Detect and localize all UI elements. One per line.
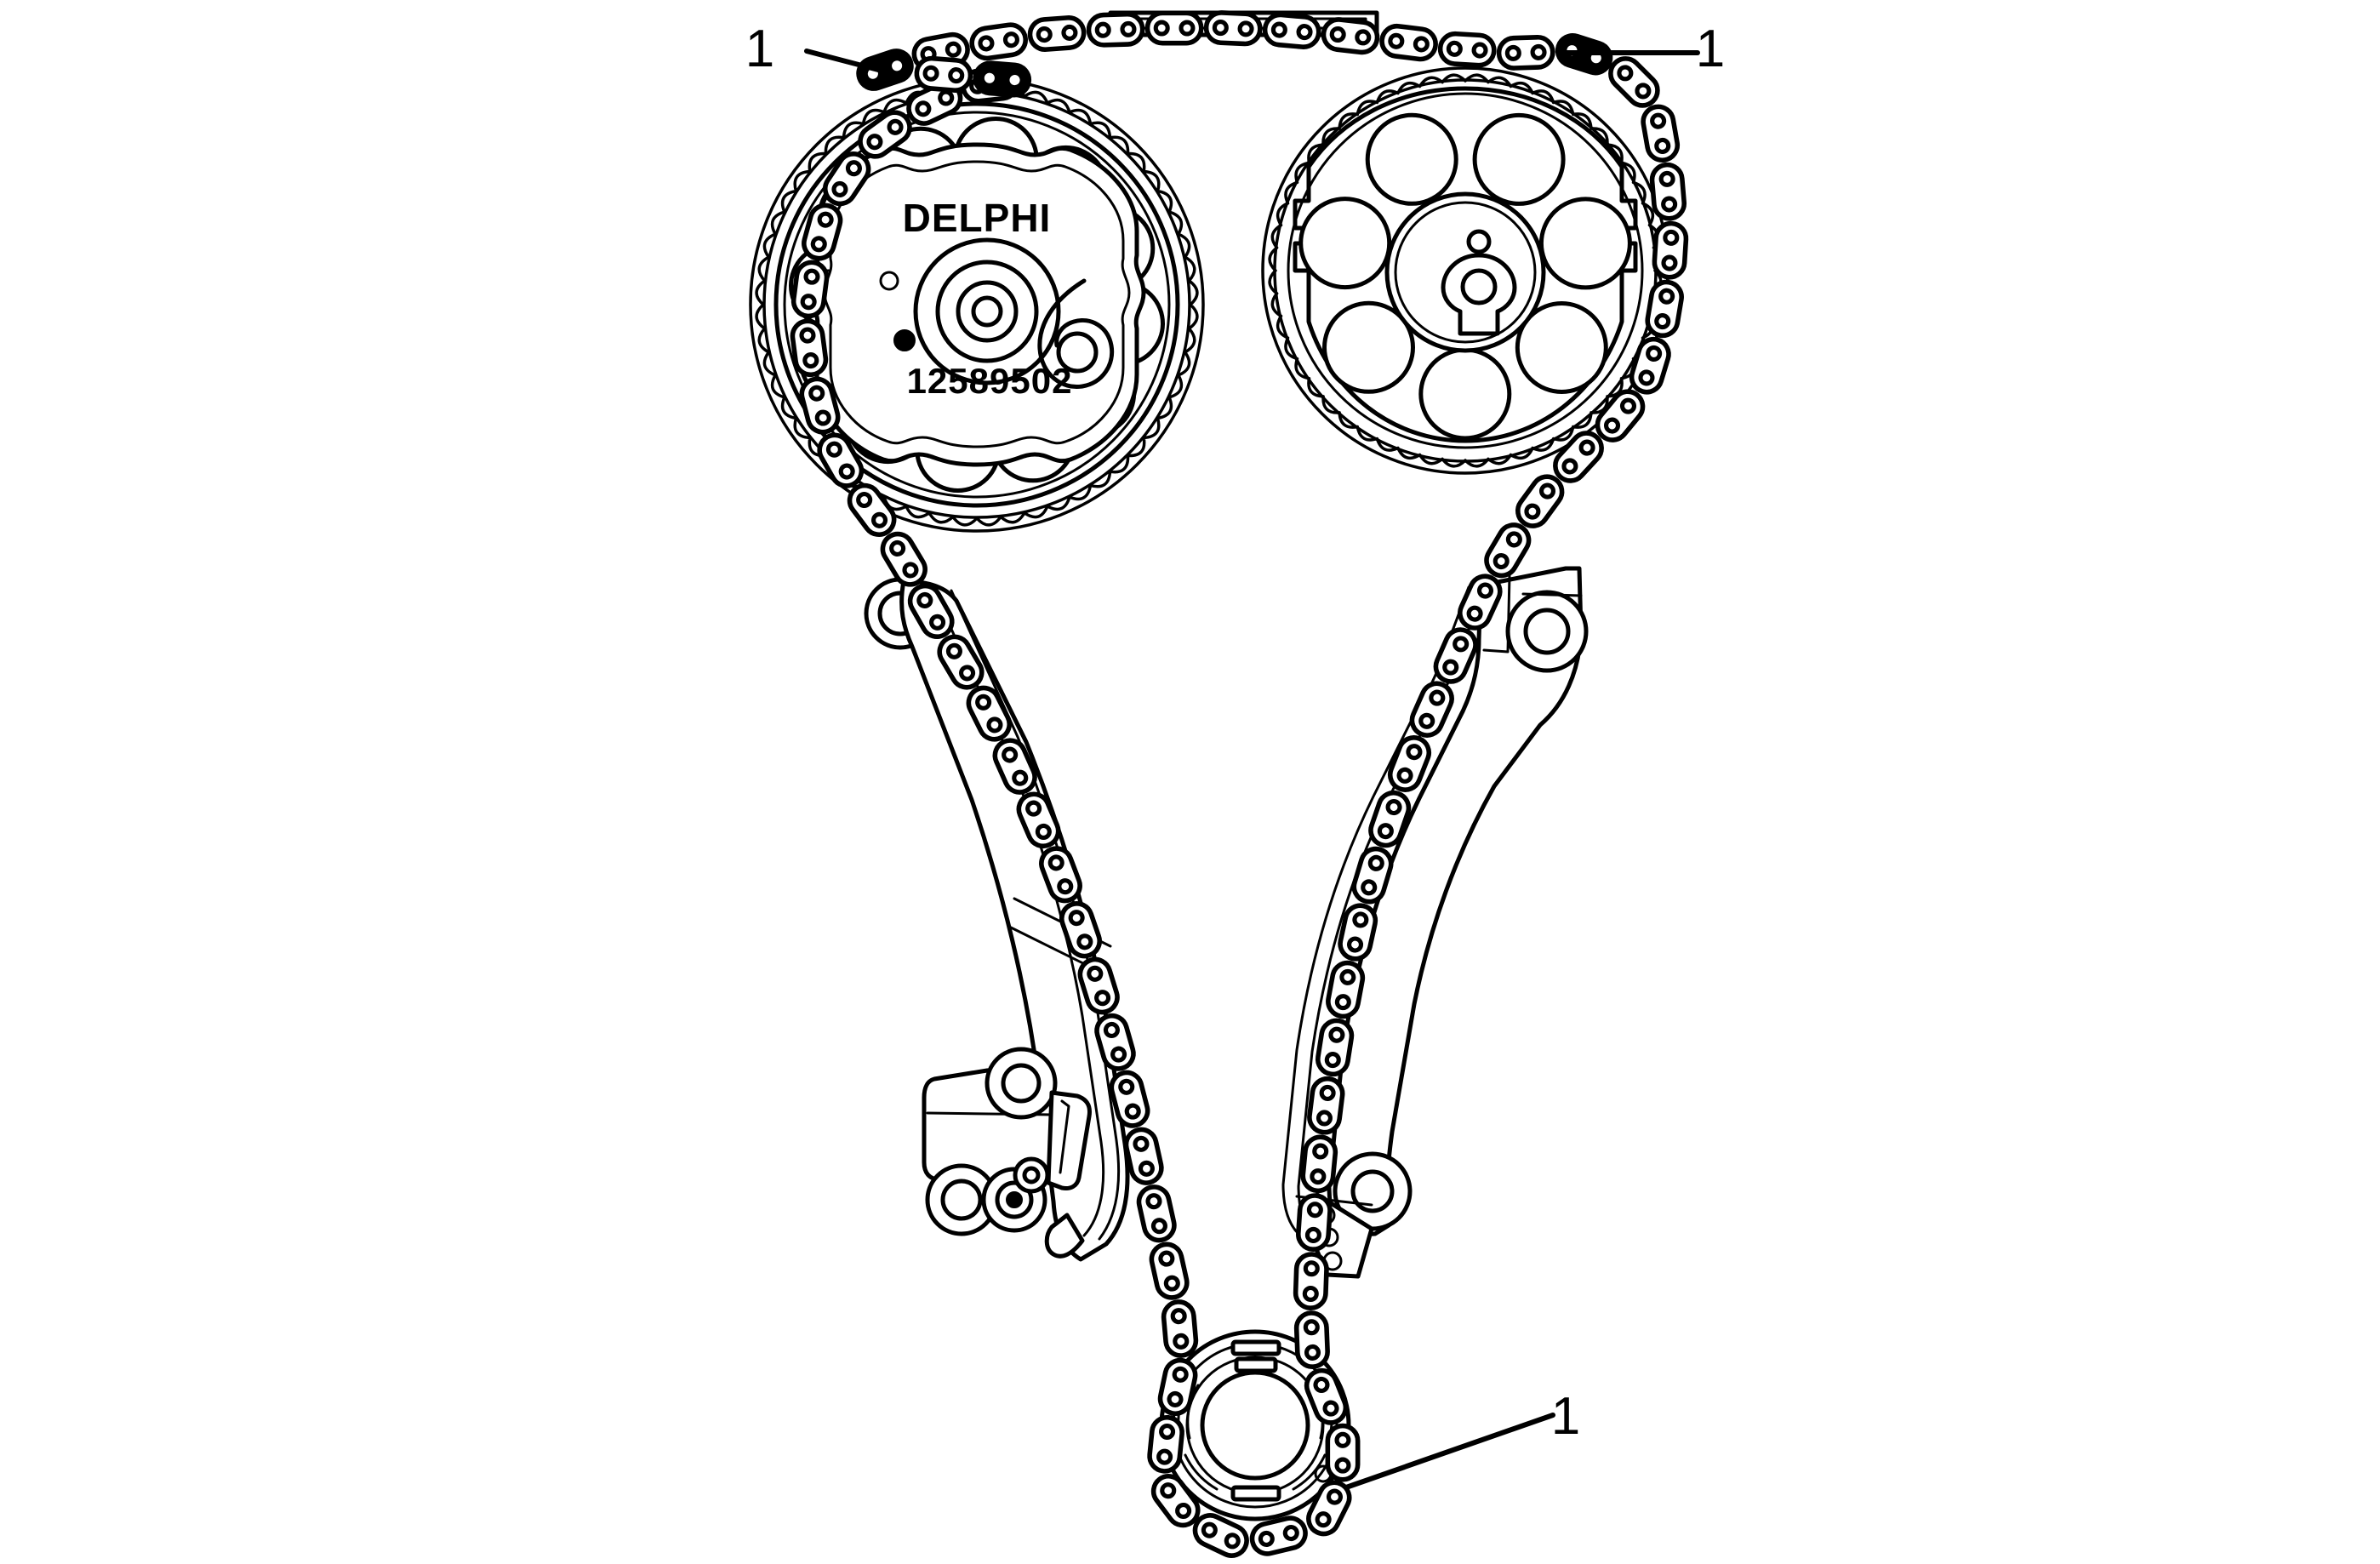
chain-link [1264,14,1320,49]
crank-key-top2 [1234,1356,1278,1373]
chain-link [1380,25,1437,61]
chain-link [916,57,972,91]
lightening-hole-right-1 [1538,197,1632,290]
chain-link [1327,1426,1357,1480]
cam-sprocket-right [1261,66,1669,475]
center-bore-core-left [971,295,1003,328]
guide-rail-bolt-hole-upper [1523,608,1571,655]
chain-link [1591,385,1648,446]
tensioner-pin-hole [1022,1166,1041,1184]
sprocket-part-number: 12589502 [907,361,1073,401]
chain-link [1651,163,1686,220]
chain-link [1249,1515,1309,1556]
lightening-holes-right [1298,112,1632,441]
lightening-hole-right-3 [1418,347,1512,441]
chain-link [970,23,1028,60]
callout-bottom: 1 [1551,1387,1580,1446]
chain-link [1641,105,1680,163]
callout-leader-line-3 [1344,1413,1555,1490]
chain-link [1512,471,1568,532]
keyway-right [1441,229,1517,336]
small-hole-left [879,271,899,291]
lightening-hole-right-2 [1515,301,1608,394]
sprocket-body-inner-right [1287,92,1644,449]
chain-link [1148,1416,1183,1472]
chain-link [1605,53,1664,112]
chain-link [1302,1136,1337,1192]
chain-link [1407,679,1457,740]
chain-link [790,319,827,376]
chain-link [792,260,829,317]
chain-link [1296,1312,1328,1367]
chain-link [1653,223,1687,278]
guide-rail-bolt-hole-lower [1350,1169,1395,1213]
tensioner-arm [1046,1090,1092,1190]
lightening-hole-right-6 [1365,112,1458,206]
lightening-hole-right-0 [1472,112,1566,206]
chain-link [1088,14,1143,45]
callout-right: 1 [1696,20,1725,78]
shoe-lower-hook [1044,1213,1085,1259]
crank-bore [1200,1370,1310,1481]
chain-link [1295,1253,1327,1308]
chain-link-timing-mark [974,62,1030,96]
chain-link [1498,37,1553,68]
chain-link [1646,280,1684,338]
guide-rail-apex-detail [1482,574,1511,654]
shoe-body [899,579,1130,1262]
callout-left: 1 [745,20,774,78]
chain-link [1316,1019,1354,1076]
chain-link [1162,1300,1197,1356]
chain-link [1628,335,1672,396]
tensioner-plunger-core [1006,1191,1023,1208]
chain-link [1322,18,1379,54]
cam-sprocket-left: DELPHI 12589502 [749,77,1205,533]
crank-key-top [1230,1339,1281,1356]
crank-groove-lowerleft [1184,1453,1219,1491]
tensioner-bolt-hole-bottom [940,1179,983,1221]
chain-link [1029,17,1085,51]
chain-link [1149,1241,1190,1300]
callout-leader-line-1 [804,49,900,77]
timing-dot-left [893,329,916,351]
lightening-hole-right-5 [1298,197,1392,290]
sprocket-web-inner-left [783,111,1171,499]
crank-key-bottom [1230,1485,1281,1502]
chain-link [1308,1077,1344,1134]
hydraulic-tensioner [922,1047,1092,1236]
chain-link [1206,12,1261,44]
chain-link [1440,33,1495,66]
cam-lobe-marking-6 [1037,278,1115,390]
crank-groove-lowerright [1292,1453,1327,1491]
chain-link [1481,519,1534,580]
hub-inner-right [1394,201,1537,344]
callouts: 1 1 1 [745,20,1725,1490]
chain-link [1298,1195,1331,1250]
chain-link [1147,13,1201,43]
chain-link [1136,1184,1177,1243]
tensioner-bolt-hole-top [1001,1063,1042,1104]
sprocket-brand-text: DELPHI [903,196,1052,240]
lightening-hole-right-4 [1322,300,1415,394]
